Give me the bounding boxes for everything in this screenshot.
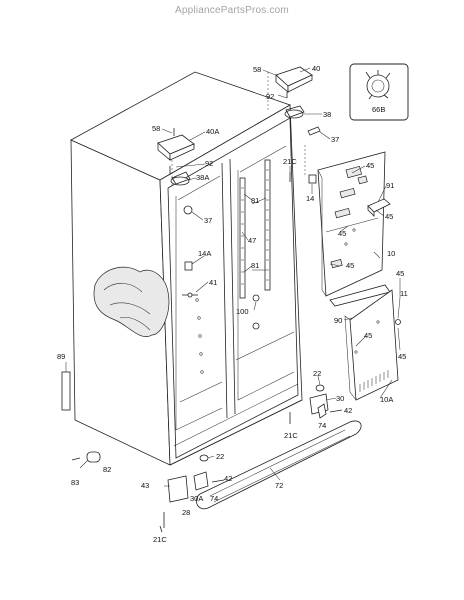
inset-66b — [349, 63, 409, 121]
label-42: 42 — [224, 474, 232, 483]
label-81: 81 — [251, 196, 259, 205]
label-42: 42 — [344, 406, 352, 415]
label-45: 45 — [385, 212, 393, 221]
label-45: 45 — [364, 331, 372, 340]
label-40a: 40A — [206, 127, 219, 136]
label-45: 45 — [346, 261, 354, 270]
label-45: 45 — [398, 352, 406, 361]
leader-lines — [65, 67, 401, 487]
label-82: 82 — [103, 465, 111, 474]
label-21c: 21C — [283, 157, 297, 166]
label-22: 22 — [216, 452, 224, 461]
label-47: 47 — [248, 236, 256, 245]
label-58: 58 — [152, 124, 160, 133]
cabinet-shell — [70, 71, 306, 466]
watermark-text: AppliancePartsPros.com — [175, 5, 289, 16]
toe-grille-72 — [195, 420, 362, 510]
label-90: 90 — [334, 316, 342, 325]
label-14a: 14A — [198, 249, 211, 258]
part-labels: 58 40 66B 92 38 37 58 40A 92 38A 21C 45 … — [57, 64, 408, 544]
back-panel-10 — [317, 151, 386, 297]
label-21c: 21C — [153, 535, 167, 544]
label-45: 45 — [366, 161, 374, 170]
label-100: 100 — [236, 307, 249, 316]
label-91: 91 — [386, 181, 394, 190]
label-21c: 21C — [284, 431, 298, 440]
small-parts — [61, 172, 343, 533]
label-72: 72 — [275, 481, 283, 490]
label-89: 89 — [57, 352, 65, 361]
label-43: 43 — [141, 481, 149, 490]
label-28: 28 — [182, 508, 190, 517]
label-66b: 66B — [372, 105, 385, 114]
label-10: 10 — [387, 249, 395, 258]
label-45: 45 — [338, 229, 346, 238]
label-45: 45 — [396, 269, 404, 278]
label-40: 40 — [312, 64, 320, 73]
label-10a: 10A — [380, 395, 393, 404]
label-74: 74 — [210, 494, 218, 503]
label-92: 92 — [266, 92, 274, 101]
label-37: 37 — [204, 216, 212, 225]
label-37: 37 — [331, 135, 339, 144]
label-11: 11 — [400, 289, 408, 298]
label-38: 38 — [323, 110, 331, 119]
label-92: 92 — [205, 159, 213, 168]
label-14: 14 — [306, 194, 314, 203]
label-22: 22 — [313, 369, 321, 378]
label-30a: 30A — [190, 494, 203, 503]
lower-panel-90 — [329, 284, 401, 401]
label-74: 74 — [318, 421, 326, 430]
top-hinge-left — [157, 128, 195, 186]
label-38a: 38A — [196, 173, 209, 182]
label-30: 30 — [336, 394, 344, 403]
bracket-91 — [367, 198, 391, 217]
label-58: 58 — [253, 65, 261, 74]
top-hinge-right — [275, 66, 321, 136]
label-41: 41 — [209, 278, 217, 287]
label-83: 83 — [71, 478, 79, 487]
label-81: 81 — [251, 261, 259, 270]
